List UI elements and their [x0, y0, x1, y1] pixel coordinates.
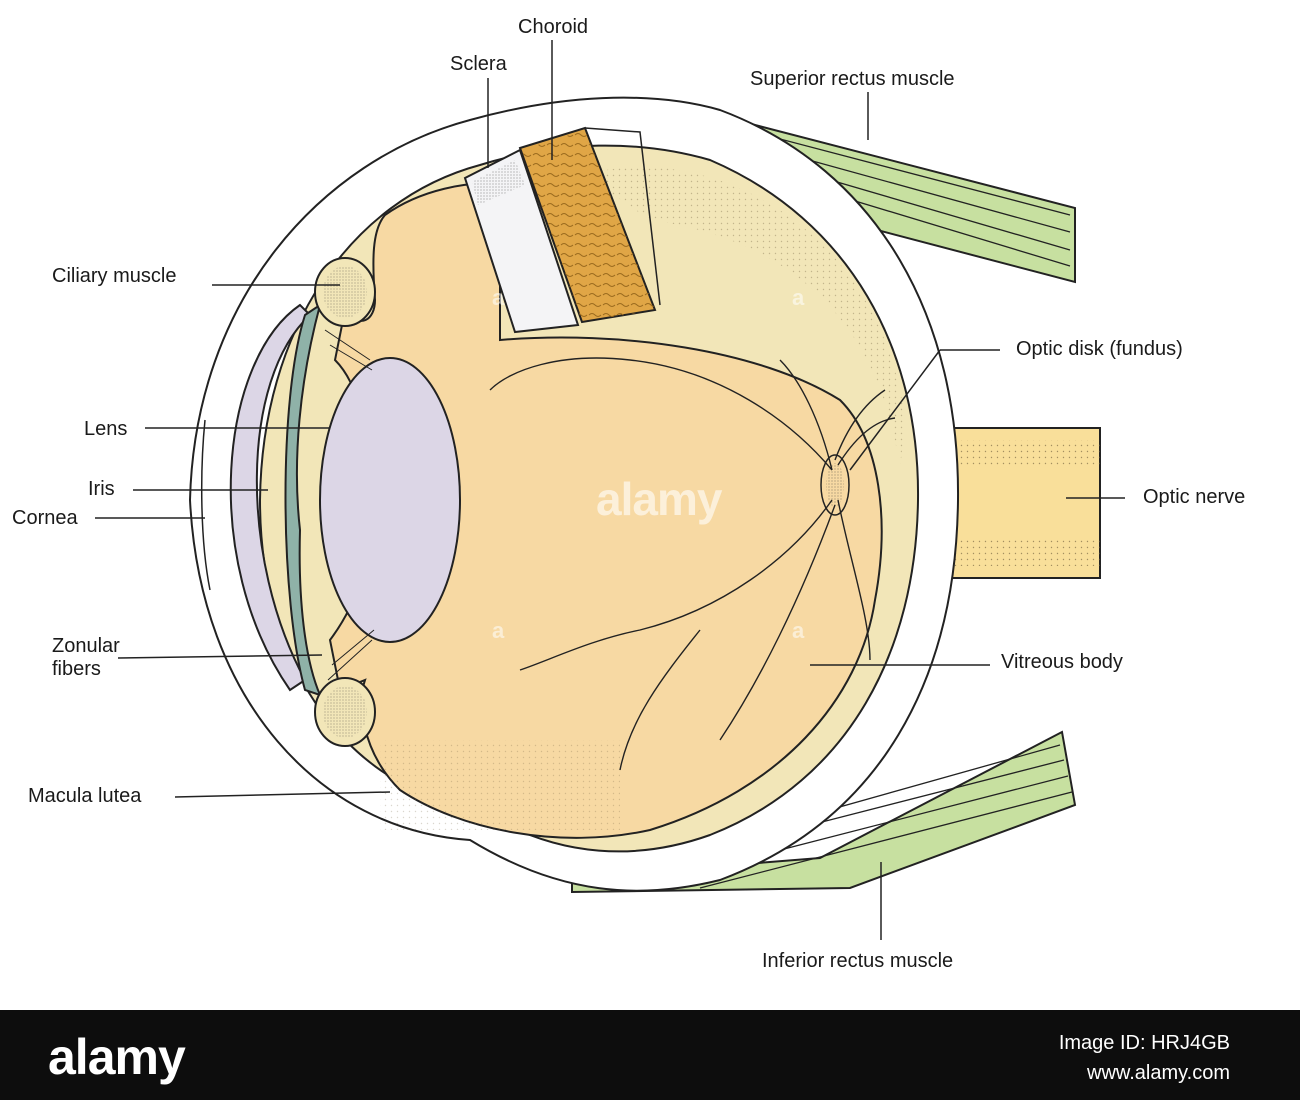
label-zonular-fibers: Zonular fibers — [52, 635, 120, 680]
watermark-mark: a — [792, 285, 805, 310]
watermark-brand: alamy — [596, 473, 722, 525]
watermark-mark: a — [492, 285, 505, 310]
footer-bar: alamy Image ID: HRJ4GB www.alamy.com — [0, 1010, 1300, 1100]
image-id: Image ID: HRJ4GB — [1058, 1032, 1230, 1054]
eye-anatomy-diagram: Choroid Sclera Superior rectus muscle Ci… — [12, 16, 1246, 972]
iris — [284, 302, 322, 697]
ciliary-body — [314, 257, 376, 747]
label-superior-rectus: Superior rectus muscle — [750, 68, 955, 90]
vitreous-body — [328, 182, 883, 839]
label-cornea: Cornea — [12, 507, 78, 529]
lens — [319, 357, 461, 643]
watermark-mark: a — [792, 618, 805, 643]
choroid-wedge — [518, 126, 661, 324]
label-vitreous-body: Vitreous body — [1001, 651, 1123, 673]
label-optic-disk: Optic disk (fundus) — [1016, 338, 1183, 360]
footer-logo[interactable]: alamy — [48, 1029, 186, 1085]
eye-cross-section — [95, 40, 1125, 940]
retinal-vessels — [489, 357, 896, 771]
label-optic-nerve: Optic nerve — [1143, 486, 1246, 508]
leader-lines — [95, 40, 1125, 940]
site-url[interactable]: www.alamy.com — [1087, 1062, 1230, 1084]
sclera-wedge — [463, 148, 580, 334]
optic-disk — [820, 454, 850, 516]
zonular-fibers — [324, 329, 375, 681]
watermark-mark: a — [492, 618, 505, 643]
label-sclera: Sclera — [450, 53, 507, 75]
cornea — [229, 303, 312, 692]
label-ciliary-muscle: Ciliary muscle — [52, 265, 177, 287]
label-choroid: Choroid — [518, 16, 589, 38]
label-inferior-rectus: Inferior rectus muscle — [762, 950, 954, 972]
label-lens: Lens — [84, 418, 128, 440]
label-iris: Iris — [88, 478, 115, 500]
label-macula-lutea: Macula lutea — [28, 785, 142, 807]
